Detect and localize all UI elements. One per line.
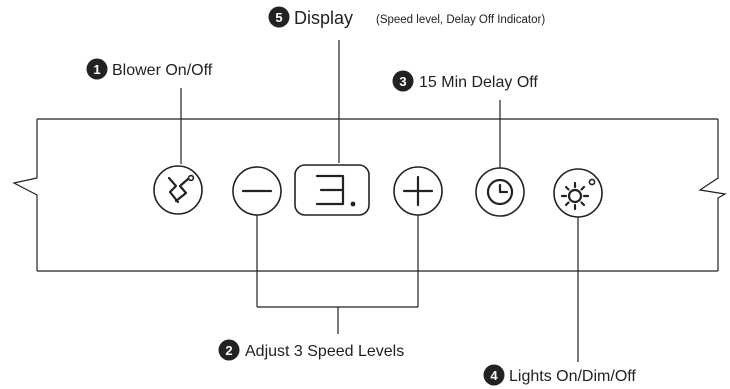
- label-text: Blower On/Off: [112, 62, 213, 79]
- badge-number: 4: [490, 368, 498, 383]
- fan-icon: [167, 174, 195, 204]
- speed-up-button[interactable]: [393, 166, 443, 216]
- label-speed: 2 Adjust 3 Speed Levels: [218, 339, 404, 361]
- delay-off-button[interactable]: [475, 167, 525, 217]
- badge-number: 3: [399, 74, 406, 89]
- clock-icon: [486, 178, 514, 206]
- badge-number: 5: [275, 10, 282, 25]
- label-text: Lights On/Dim/Off: [509, 368, 636, 385]
- label-display: 5 Display (Speed level, Delay Off Indica…: [268, 6, 545, 28]
- lights-button[interactable]: [553, 168, 603, 218]
- label-lights: 4 Lights On/Dim/Off: [483, 364, 636, 386]
- leader-lines: [180, 40, 579, 362]
- label-delay: 3 15 Min Delay Off: [392, 70, 538, 92]
- panel-outline: [12, 118, 727, 272]
- badge-number: 1: [93, 62, 100, 77]
- speed-display: [294, 164, 370, 216]
- plus-icon: [402, 175, 434, 207]
- seven-segment-digit: [315, 174, 356, 207]
- bulb-icon: [560, 178, 596, 211]
- label-note: (Speed level, Delay Off Indicator): [376, 14, 545, 26]
- label-blower: 1 Blower On/Off: [86, 58, 213, 80]
- label-text: Display: [294, 8, 353, 28]
- badge-number: 2: [225, 343, 232, 358]
- label-text: Adjust 3 Speed Levels: [245, 343, 404, 360]
- blower-button[interactable]: [153, 165, 203, 215]
- label-text: 15 Min Delay Off: [419, 74, 538, 91]
- speed-down-button[interactable]: [232, 166, 282, 216]
